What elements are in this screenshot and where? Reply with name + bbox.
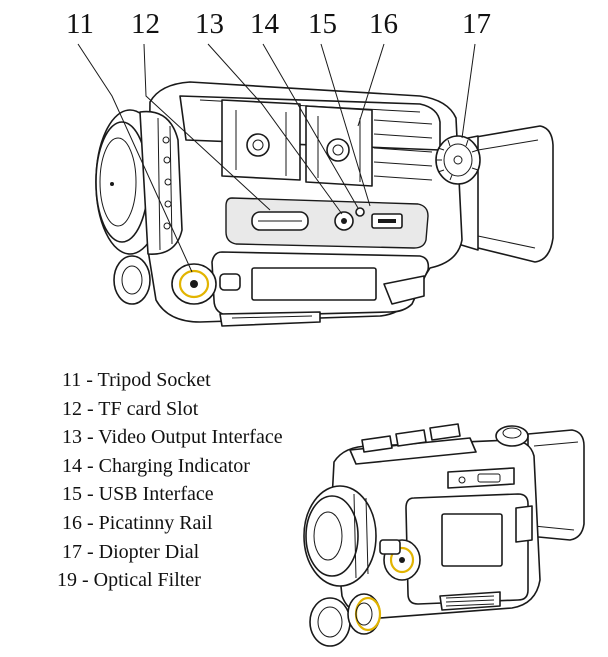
- charging-indicator: [355, 207, 365, 217]
- leader-11: [77, 43, 193, 273]
- legend-item-12: 12 - TF card Slot: [62, 397, 199, 420]
- legend-item-11: 11 - Tripod Socket: [62, 369, 211, 391]
- legend-item-14: 14 - Charging Indicator: [62, 454, 250, 477]
- rear-eyecup: [527, 429, 585, 541]
- callout-number-17: 17: [462, 8, 491, 40]
- leader-12: [143, 43, 271, 211]
- door-latch: [383, 275, 425, 305]
- rear-front-knob: [309, 597, 351, 647]
- interface-panel: [225, 197, 429, 249]
- front-knob: [113, 255, 151, 305]
- socket-button: [219, 273, 241, 291]
- secondary-device-drawing: [303, 423, 585, 647]
- leader-14: [262, 43, 359, 209]
- callout-number-15: 15: [308, 8, 337, 40]
- bottom-grip: [219, 311, 321, 327]
- legend-list: 11 - Tripod Socket 12 - TF card Slot 13 …: [57, 366, 283, 595]
- legend-item-13: 13 - Video Output Interface: [62, 426, 283, 449]
- callout-number-12: 12: [131, 8, 160, 40]
- callout-number-13: 13: [195, 8, 224, 40]
- callout-number-14: 14: [250, 8, 279, 40]
- main-device-drawing: [77, 43, 554, 327]
- eyecup-shape: [469, 125, 554, 263]
- rail-screw-right: [326, 138, 350, 162]
- leader-16: [357, 43, 385, 127]
- rear-diopter-dial: [495, 425, 529, 447]
- rear-panel-window: [441, 513, 503, 567]
- rail-screw-left: [246, 133, 270, 157]
- tripod-socket-highlight: [178, 269, 210, 299]
- rear-port-strip: [447, 467, 515, 489]
- rear-rail: [349, 437, 477, 465]
- leader-17: [461, 43, 476, 139]
- leader-13: [207, 43, 343, 215]
- objective-lens-inner: [95, 121, 149, 243]
- rear-objective-inner: [305, 495, 359, 577]
- leader-15: [320, 43, 371, 207]
- legend-item-19: 19 - Optical Filter: [57, 569, 201, 592]
- battery-label: [251, 267, 377, 301]
- legend-item-15: 15 - USB Interface: [62, 483, 214, 506]
- callout-number-11: 11: [66, 8, 94, 40]
- diopter-dial: [435, 135, 481, 185]
- callout-number-16: 16: [369, 8, 398, 40]
- legend-item-16: 16 - Picatinny Rail: [62, 511, 213, 534]
- focus-ring: [139, 110, 183, 255]
- legend-item-17: 17 - Diopter Dial: [62, 540, 200, 563]
